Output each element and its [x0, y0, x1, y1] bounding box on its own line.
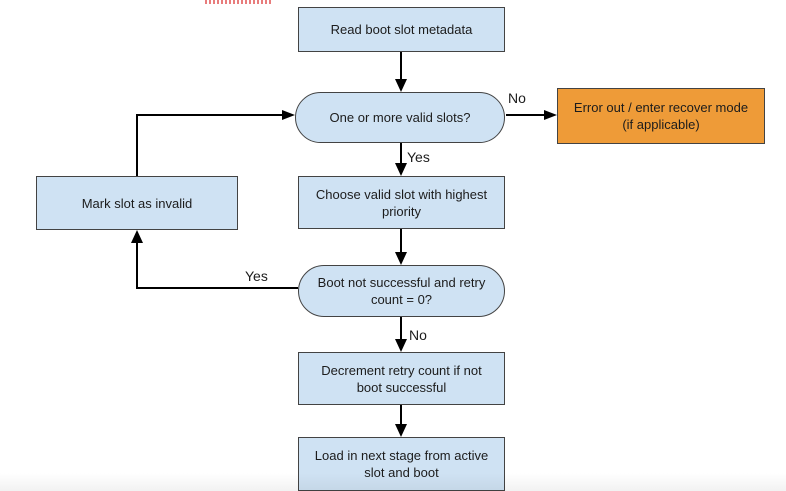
red-dashed-marker [205, 0, 272, 4]
node-choose-valid-slot: Choose valid slot with highest priority [298, 176, 505, 229]
node-read-boot-slot-metadata: Read boot slot metadata [298, 7, 505, 52]
node-boot-not-successful-check: Boot not successful and retry count = 0? [298, 265, 505, 317]
arrowhead-down-icon [395, 252, 407, 265]
connector-bootcheck-to-decrement [400, 317, 402, 340]
node-one-or-more-valid-slots: One or more valid slots? [295, 92, 505, 143]
arrowhead-right-icon [544, 110, 557, 120]
node-mark-slot-invalid: Mark slot as invalid [36, 176, 238, 230]
edge-label-yes: Yes [245, 268, 268, 284]
arrowhead-up-icon [131, 230, 143, 243]
edge-label-no: No [409, 327, 427, 343]
connector-validslots-to-choose [400, 143, 402, 164]
connector-bootcheck-to-markinvalid-v [136, 243, 138, 289]
connector-markinvalid-to-validslots-h [136, 114, 283, 116]
connector-decrement-to-load [400, 405, 402, 425]
connector-validslots-to-error [506, 114, 544, 116]
node-decrement-retry-count: Decrement retry count if not boot succes… [298, 352, 505, 405]
arrowhead-down-icon [395, 79, 407, 92]
connector-bootcheck-to-markinvalid-h [137, 287, 298, 289]
connector-choose-to-bootcheck [400, 229, 402, 253]
edge-label-yes: Yes [407, 149, 430, 165]
connector-markinvalid-to-validslots-v [136, 115, 138, 176]
node-error-out-recover-mode: Error out / enter recover mode (if appli… [557, 88, 765, 144]
node-load-next-stage: Load in next stage from active slot and … [298, 437, 505, 491]
arrowhead-down-icon [395, 163, 407, 176]
arrowhead-down-icon [395, 339, 407, 352]
arrowhead-right-icon [282, 110, 295, 120]
connector-read-to-validslots [400, 52, 402, 80]
arrowhead-down-icon [395, 424, 407, 437]
edge-label-no: No [508, 90, 526, 106]
